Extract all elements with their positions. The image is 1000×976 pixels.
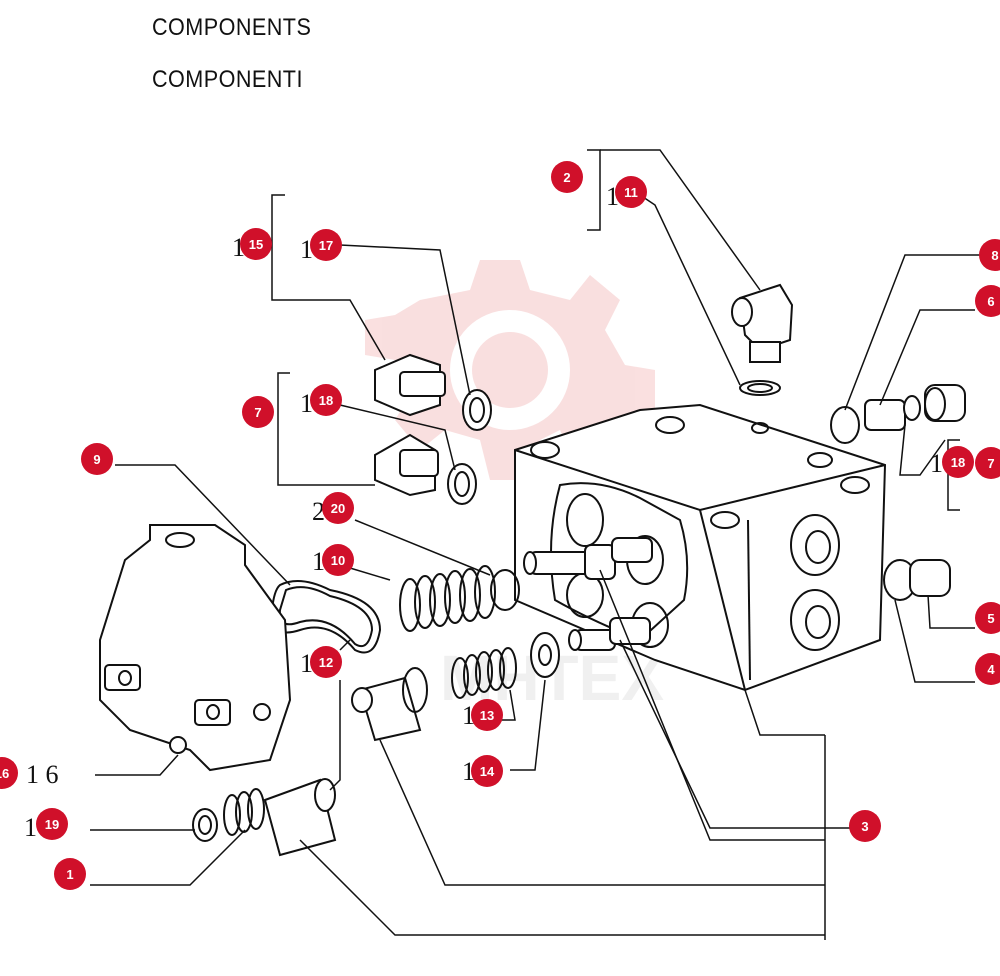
elbow-fitting (731, 283, 794, 396)
callout-3: 3 (849, 810, 881, 842)
callout-20: 20 (322, 492, 354, 524)
valve-body (514, 403, 887, 692)
callout-5-number: 5 (987, 611, 994, 626)
printed-label-10: 1 (312, 547, 325, 576)
page-title: COMPONENTS (152, 14, 312, 41)
callout-8-number: 8 (991, 248, 998, 263)
page-subtitle: COMPONENTI (152, 66, 303, 93)
watermark-logo: MHTEX (365, 260, 664, 714)
callout-10: 10 (322, 544, 354, 576)
spool-lower (568, 617, 651, 651)
callout-7a: 7 (242, 396, 274, 428)
printed-label-19: 1 (24, 813, 37, 842)
callout-15-number: 15 (249, 237, 263, 252)
printed-label-18a: 1 (300, 389, 313, 418)
callout-17: 17 (310, 229, 342, 261)
callout-18a: 18 (310, 384, 342, 416)
spring-large (399, 565, 520, 632)
callout-12: 12 (310, 646, 342, 678)
callout-16-number: 16 (0, 766, 9, 781)
callout-16: 16 (0, 757, 18, 789)
callout-1: 1 (54, 858, 86, 890)
callouts: 2 11 15 17 8 6 18 7 9 18 7 20 10 5 12 4 … (0, 161, 1000, 890)
callout-18b-number: 18 (951, 455, 965, 470)
printed-label-18b: 1 (930, 449, 943, 478)
callout-3-number: 3 (861, 819, 868, 834)
callout-18b: 18 (942, 446, 974, 478)
callout-7a-number: 7 (254, 405, 261, 420)
o-ring-seal (270, 580, 382, 654)
callout-12-number: 12 (319, 655, 333, 670)
printed-labels: 1 1 1 1 1 2 1 1 1 1 1 6 1 (24, 182, 943, 842)
printed-label-13: 1 (462, 701, 475, 730)
callout-2: 2 (551, 161, 583, 193)
sleeve-lower (192, 778, 337, 857)
callout-14-number: 14 (480, 764, 495, 779)
callout-17-number: 17 (319, 238, 333, 253)
callout-11-number: 11 (624, 185, 638, 200)
printed-label-12: 1 (300, 649, 313, 678)
plug-middle (374, 433, 477, 505)
callout-9-number: 9 (93, 452, 100, 467)
callout-4: 4 (975, 653, 1000, 685)
printed-label-14: 1 (462, 757, 475, 786)
spool-upper (523, 537, 653, 580)
callout-14: 14 (471, 755, 503, 787)
callout-13: 13 (471, 699, 503, 731)
plug-upper (374, 353, 492, 431)
callout-6: 6 (975, 285, 1000, 317)
callout-10-number: 10 (331, 553, 345, 568)
callout-13-number: 13 (480, 708, 494, 723)
callout-1-number: 1 (66, 867, 73, 882)
printed-label-16: 1 6 (26, 760, 59, 789)
callout-19-number: 19 (45, 817, 59, 832)
callout-7b-number: 7 (987, 456, 994, 471)
callout-2-number: 2 (563, 170, 570, 185)
callout-18a-number: 18 (319, 393, 333, 408)
callout-6-number: 6 (987, 294, 994, 309)
callout-4-number: 4 (987, 662, 995, 677)
callout-19: 19 (36, 808, 68, 840)
callout-7b: 7 (975, 447, 1000, 479)
printed-label-17: 1 (300, 235, 313, 264)
callout-11: 11 (615, 176, 647, 208)
callout-9: 9 (81, 443, 113, 475)
spring-small (451, 632, 560, 699)
callout-15: 15 (240, 228, 272, 260)
printed-label-20: 2 (312, 497, 325, 526)
piston-lower (351, 667, 428, 742)
callout-20-number: 20 (331, 501, 345, 516)
end-cover (99, 524, 292, 772)
callout-5: 5 (975, 602, 1000, 634)
callout-8: 8 (979, 239, 1000, 271)
fittings-right (830, 384, 966, 601)
